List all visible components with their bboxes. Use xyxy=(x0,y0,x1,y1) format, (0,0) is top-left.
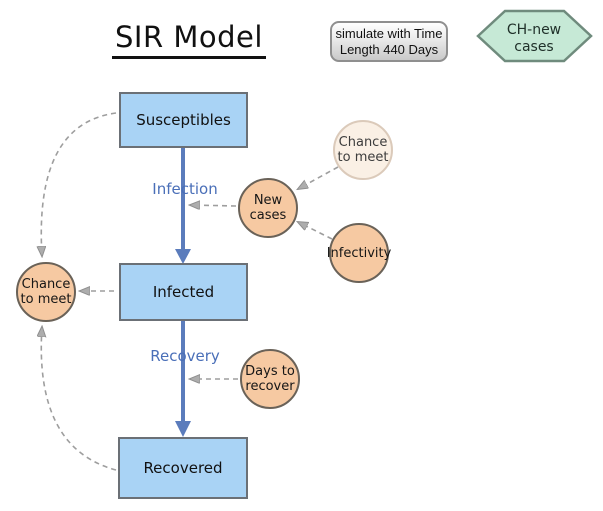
flow-recovery-arrow[interactable] xyxy=(175,321,191,437)
simulate-button-line2: Length 440 Days xyxy=(339,41,439,57)
variable-chance-to-meet[interactable]: Chance to meet xyxy=(16,262,76,322)
flow-recovery-label[interactable]: Recovery xyxy=(150,347,220,365)
stock-infected[interactable]: Infected xyxy=(119,263,248,321)
link-chanceghost-to-newcases xyxy=(298,166,339,189)
variable-infectivity[interactable]: Infectivity xyxy=(326,223,392,283)
converter-label-line1: CH-new xyxy=(507,22,561,38)
variable-new-cases[interactable]: New cases xyxy=(238,178,298,238)
variable-days-to-recover[interactable]: Days to recover xyxy=(240,349,300,409)
stock-recovered-label: Recovered xyxy=(143,459,223,477)
variable-chance-to-meet-ghost[interactable]: Chance to meet xyxy=(333,120,393,180)
flow-infection-label[interactable]: Infection xyxy=(152,180,218,198)
simulate-button[interactable]: simulate with Time Length 440 Days xyxy=(330,21,448,62)
link-susceptibles-to-chance xyxy=(41,112,117,256)
variable-label: Days to xyxy=(245,364,295,379)
variable-label: recover xyxy=(245,379,295,394)
stock-infected-label: Infected xyxy=(152,283,215,301)
variable-label: Chance xyxy=(338,135,388,150)
converter-hexagon[interactable]: CH-new cases xyxy=(476,9,593,63)
stock-recovered[interactable]: Recovered xyxy=(118,437,248,499)
stock-susceptibles[interactable]: Susceptibles xyxy=(119,92,248,148)
variable-label: cases xyxy=(249,208,287,223)
variable-label: to meet xyxy=(20,292,72,307)
variable-label: to meet xyxy=(337,150,389,165)
variable-label: New xyxy=(253,193,283,208)
converter-label-line2: cases xyxy=(514,39,553,55)
simulate-button-line1: simulate with Time xyxy=(335,25,443,41)
link-recovered-to-chance xyxy=(41,327,117,471)
page-title: SIR Model xyxy=(112,20,266,59)
variable-label: Infectivity xyxy=(326,245,392,261)
link-newcases-to-infection xyxy=(190,205,237,206)
stock-susceptibles-label: Susceptibles xyxy=(136,111,231,129)
link-infectivity-to-newcases xyxy=(298,222,333,240)
variable-label: Chance xyxy=(21,277,71,292)
flow-infection-arrow[interactable] xyxy=(175,148,191,264)
